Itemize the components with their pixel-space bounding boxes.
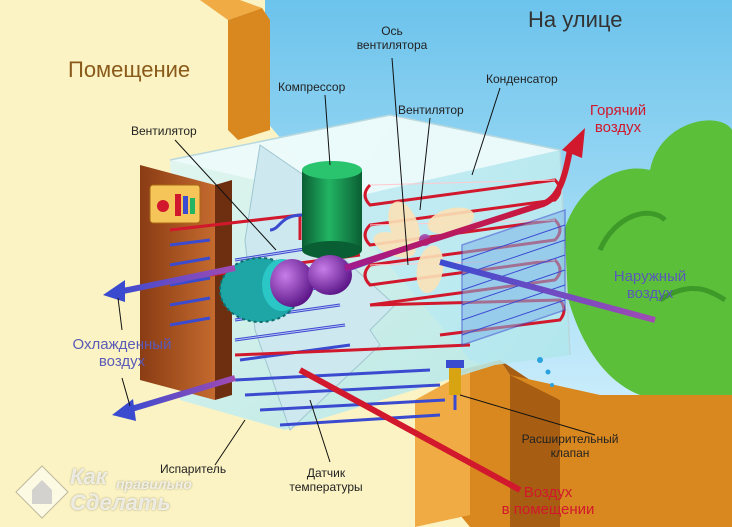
watermark: Как правильно Сделать <box>12 462 212 522</box>
condenser-label: Конденсатор <box>486 72 558 86</box>
tree <box>560 120 732 396</box>
condensate-drops <box>537 357 554 387</box>
room-air-arrow <box>298 367 522 493</box>
wall-pillar-bottom <box>460 360 510 527</box>
temp-sensor-label: Датчик температуры <box>289 466 363 494</box>
outside-air-label: Наружный воздух <box>613 268 687 302</box>
room-label: Помещение <box>68 57 191 82</box>
compressor <box>269 161 362 259</box>
outside-fan <box>373 201 475 294</box>
compressor-label: Компрессор <box>278 80 346 94</box>
outside-label: На улице <box>528 7 623 32</box>
fan-right-label: Вентилятор <box>398 103 464 117</box>
expansion-valve-label: Расширительный клапан <box>521 432 619 460</box>
evaporator-label: Испаритель <box>160 462 227 476</box>
watermark-line2: правильно <box>116 476 192 492</box>
fan-axis-label: Ось вентилятора <box>356 24 428 52</box>
condenser-grid <box>461 208 566 347</box>
control-panel <box>149 184 201 224</box>
outside-air-arrow <box>439 259 656 323</box>
hot-air-label: Горячий воздух <box>589 102 647 136</box>
wall-pillar-top <box>228 8 270 140</box>
cooled-air-arrows <box>103 265 236 421</box>
watermark-line3: Сделать <box>70 490 171 515</box>
room-air-label: Воздух в помещении <box>501 484 595 518</box>
cooled-air-label: Охлажденный воздух <box>72 336 172 370</box>
watermark-line1: Как <box>70 464 107 489</box>
leader-lines <box>117 57 596 466</box>
watermark-logo-icon <box>15 465 69 519</box>
blower-wheel <box>219 255 352 323</box>
expansion-valve <box>446 360 464 410</box>
hot-air-arrow <box>344 149 573 271</box>
fan-left-label: Вентилятор <box>131 124 197 138</box>
